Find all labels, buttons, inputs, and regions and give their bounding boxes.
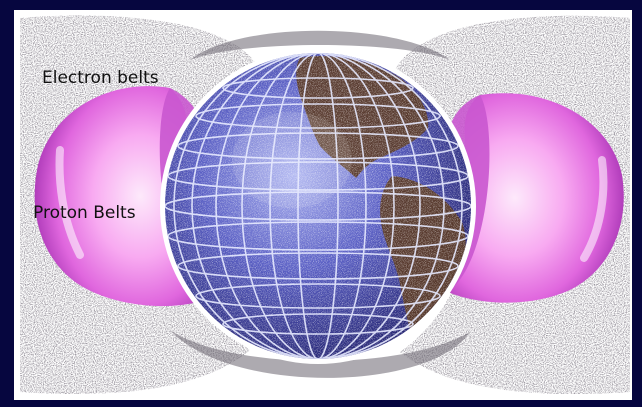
electron-belts-label: Electron belts <box>42 68 159 88</box>
earth-globe <box>160 48 476 364</box>
proton-belts-label: Proton Belts <box>33 203 136 223</box>
